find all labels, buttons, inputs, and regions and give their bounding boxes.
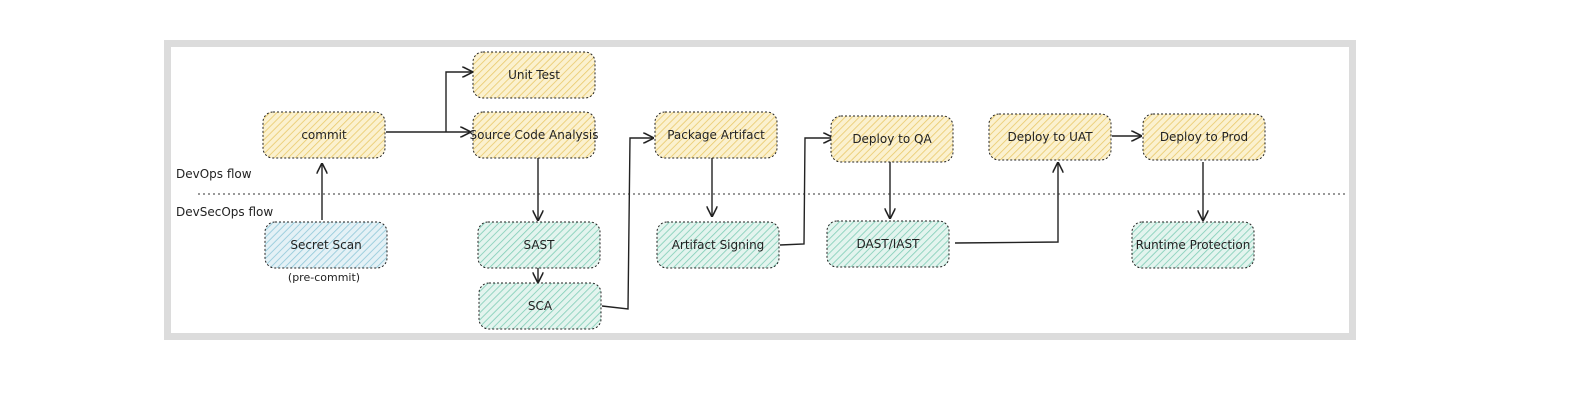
edge-sca-to-package-artifact — [601, 138, 653, 310]
node-deploy-prod: Deploy to Prod — [1142, 113, 1266, 161]
node-deploy-qa: Deploy to QA — [830, 115, 954, 163]
node-source-code-analysis: Source Code Analysis — [469, 111, 599, 159]
lane-label-devops: DevOps flow — [176, 167, 252, 181]
node-source-code-analysis-label: Source Code Analysis — [469, 128, 598, 142]
edges — [322, 72, 1203, 310]
lane-label-devsecops: DevSecOps flow — [176, 205, 273, 219]
node-unit-test: Unit Test — [472, 51, 596, 99]
node-commit-label: commit — [301, 128, 347, 142]
node-package-artifact: Package Artifact — [654, 111, 778, 159]
node-secret-scan-label: Secret Scan — [290, 238, 361, 252]
node-package-artifact-label: Package Artifact — [667, 128, 765, 142]
node-secret-scan: Secret Scan — [264, 221, 388, 269]
node-deploy-uat: Deploy to UAT — [988, 113, 1112, 161]
node-dast-iast-label: DAST/IAST — [857, 237, 921, 251]
node-secret-scan-note: (pre-commit) — [288, 271, 360, 284]
node-unit-test-label: Unit Test — [508, 68, 560, 82]
node-runtime-protection: Runtime Protection — [1131, 221, 1255, 269]
node-artifact-signing: Artifact Signing — [656, 221, 780, 269]
edge-dast-to-deploy-uat — [954, 163, 1058, 244]
node-sca: SCA — [478, 282, 602, 330]
node-sast: SAST — [477, 221, 601, 269]
node-deploy-prod-label: Deploy to Prod — [1160, 130, 1248, 144]
edge-artifact-signing-to-deploy-qa — [779, 138, 833, 246]
node-deploy-qa-label: Deploy to QA — [852, 132, 932, 146]
node-sast-label: SAST — [524, 238, 556, 252]
node-artifact-signing-label: Artifact Signing — [672, 238, 765, 252]
node-sca-label: SCA — [528, 299, 553, 313]
node-dast-iast: DAST/IAST — [826, 220, 950, 268]
node-commit: commit — [262, 111, 386, 159]
node-deploy-uat-label: Deploy to UAT — [1007, 130, 1093, 144]
diagram-frame — [164, 40, 1356, 340]
edge-commit-to-unit-test — [445, 72, 472, 132]
node-runtime-protection-label: Runtime Protection — [1136, 238, 1251, 252]
